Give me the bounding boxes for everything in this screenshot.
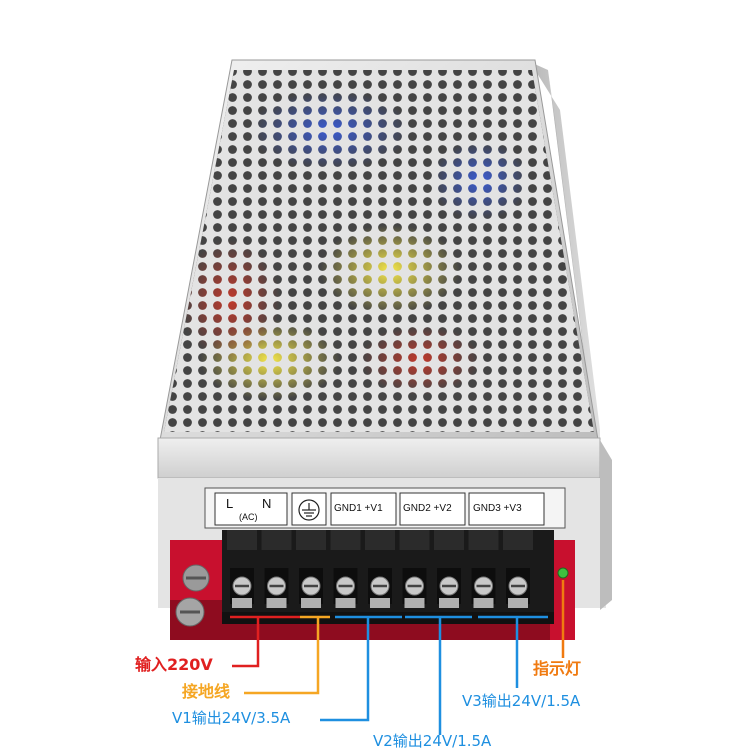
- indicator-led: [557, 567, 569, 579]
- screw-terminal: [227, 530, 257, 608]
- terminal-label-gnd2-v2: GND2 +V2: [403, 503, 452, 514]
- callout-ground-wire: 接地线: [182, 682, 231, 701]
- callout-v2-output: V2输出24V/1.5A: [373, 732, 492, 750]
- earth-ground-icon: [298, 499, 320, 521]
- screw-terminal: [434, 530, 464, 608]
- terminal-label-gnd3-v3: GND3 +V3: [473, 503, 522, 514]
- terminal-label-strip: [204, 487, 566, 529]
- terminal-label-ac: (AC): [239, 512, 258, 522]
- callout-lines: [230, 580, 565, 735]
- mounting-screws: [175, 564, 210, 627]
- screw-terminal: [365, 530, 395, 608]
- callout-input-220v: 输入220V: [135, 655, 213, 674]
- screw-terminal: [296, 530, 326, 608]
- screw-terminal: [503, 530, 533, 608]
- terminal-label-n: N: [262, 496, 272, 511]
- terminal-label-gnd1-v1: GND1 +V1: [334, 503, 383, 514]
- perforated-cover: [159, 59, 599, 441]
- callout-v1-output: V1输出24V/3.5A: [172, 709, 291, 727]
- terminal-label-l: L: [226, 496, 234, 511]
- screw-terminal: [399, 530, 430, 608]
- screw-terminal: [261, 530, 292, 608]
- screw-terminal: [330, 530, 361, 608]
- callout-v3-output: V3输出24V/1.5A: [462, 692, 581, 710]
- terminal-block: [222, 530, 554, 624]
- screw-terminal: [468, 530, 499, 608]
- callout-indicator-light: 指示灯: [533, 659, 582, 678]
